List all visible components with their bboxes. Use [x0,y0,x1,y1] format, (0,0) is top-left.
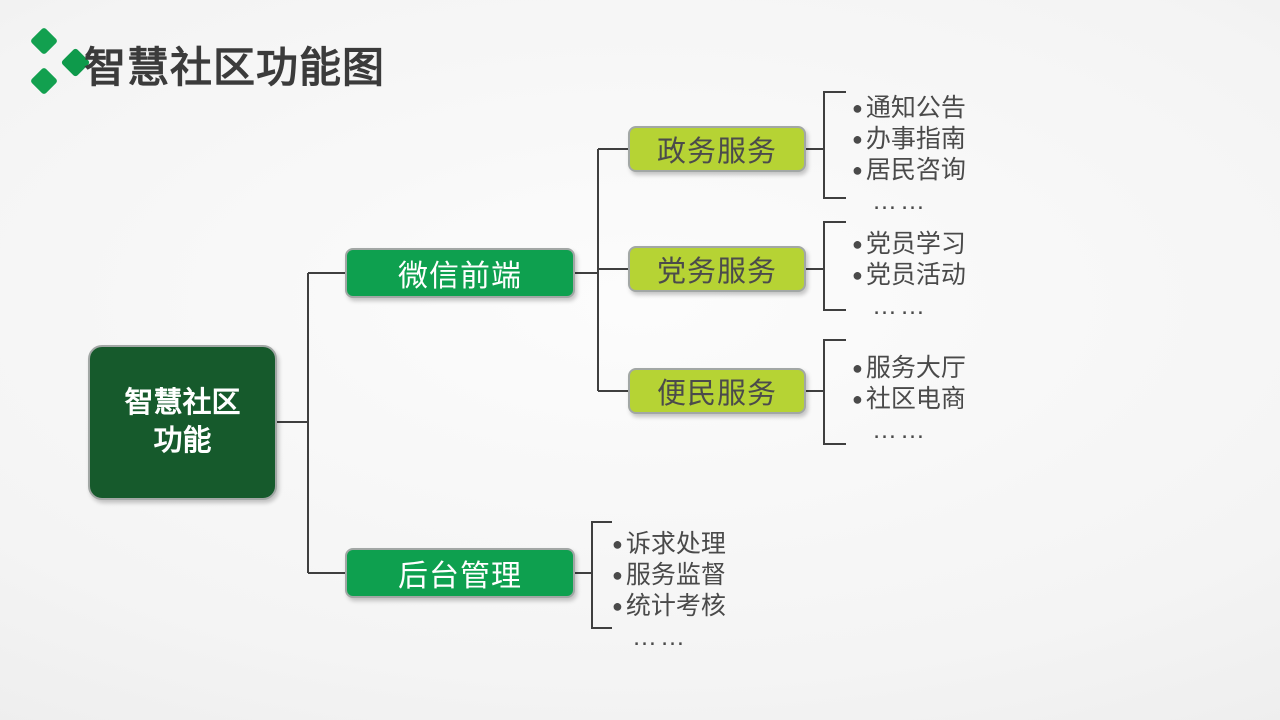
list-item-label: 服务大厅 [865,354,966,382]
bullet-icon: ● [852,389,863,409]
page-title: 智慧社区功能图 [84,44,386,91]
node-government-services: 政务服务 [628,126,806,172]
list-item-label: 通知公告 [865,94,966,122]
list-item: ● 通知公告 [852,93,966,124]
node-root-smart-community: 智慧社区 功能 [88,345,277,500]
list-item: ● 党员活动 [852,260,966,291]
ellipsis-more: …… [872,187,928,215]
connector-root-to-branches [277,272,345,574]
bullet-icon: ● [612,534,623,554]
diamond-icon [29,26,59,56]
node-backend-management: 后台管理 [345,548,575,598]
bullet-icon: ● [852,98,863,118]
list-item-label: 服务监督 [625,561,726,589]
list-item-label: 统计考核 [625,592,726,620]
bracket-party-list [823,221,846,311]
connector-wechat-to-services [575,148,628,392]
list-government-services: ● 通知公告 ● 办事指南 ● 居民咨询 …… [852,93,966,217]
list-item: ● 党员学习 [852,229,966,260]
node-root-label-line1: 智慧社区 [124,386,241,419]
list-item-label: 党员活动 [865,261,966,289]
bracket-convenience-list [823,339,846,445]
list-party-services: ● 党员学习 ● 党员活动 …… [852,229,966,322]
node-government-services-label: 政务服务 [656,136,777,168]
bracket-gov-list [823,91,846,199]
bullet-icon: ● [612,565,623,585]
ellipsis-more: …… [872,416,928,444]
list-item: ● 服务监督 [612,560,726,591]
list-item-label: 社区电商 [865,385,966,413]
bullet-icon: ● [612,596,623,616]
node-convenience-services: 便民服务 [628,368,806,414]
node-wechat-frontend-label: 微信前端 [398,260,522,293]
list-item-label: 诉求处理 [625,530,726,558]
list-item: ● 统计考核 [612,591,726,622]
node-convenience-services-label: 便民服务 [656,378,777,410]
list-item-label: 居民咨询 [865,156,966,184]
node-wechat-frontend: 微信前端 [345,248,575,298]
bullet-icon: ● [852,234,863,254]
node-party-services: 党务服务 [628,246,806,292]
diamond-icon [29,66,59,96]
node-root-label-line2: 功能 [153,424,212,457]
bracket-backend-list [575,521,612,629]
list-item: ● 办事指南 [852,124,966,155]
bullet-icon: ● [852,358,863,378]
connector-services-to-brackets [806,148,824,392]
list-item-label: 办事指南 [865,125,966,153]
list-item: ● 社区电商 [852,384,966,415]
bullet-icon: ● [852,160,863,180]
list-convenience-services: ● 服务大厅 ● 社区电商 …… [852,353,966,446]
list-backend-management: ● 诉求处理 ● 服务监督 ● 统计考核 …… [612,529,726,653]
list-item: ● 诉求处理 [612,529,726,560]
bullet-icon: ● [852,129,863,149]
ellipsis-more: …… [632,623,688,651]
list-item: ● 服务大厅 [852,353,966,384]
list-item: ● 居民咨询 [852,155,966,186]
bullet-icon: ● [852,265,863,285]
list-item-label: 党员学习 [865,230,966,258]
ellipsis-more: …… [872,292,928,320]
node-backend-management-label: 后台管理 [398,560,522,593]
node-party-services-label: 党务服务 [656,256,777,288]
